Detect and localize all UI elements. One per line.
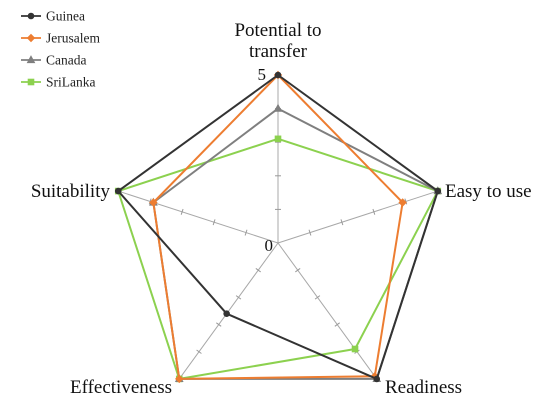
- tick-suitability-1: [244, 229, 248, 236]
- axis-label-readiness: Readiness: [385, 377, 462, 398]
- point-guinea-readiness: [373, 375, 381, 383]
- legend-marker-guinea: [27, 12, 35, 20]
- legend-label-jerusalem: Jerusalem: [46, 31, 100, 46]
- series-layer: [114, 70, 443, 384]
- tick-easy-to-use-1: [308, 229, 312, 236]
- axis-label-effectiveness: Effectiveness: [70, 377, 172, 398]
- axis-label-easy-to-use: Easy to use: [445, 181, 532, 202]
- point-srilanka-readiness: [351, 345, 359, 353]
- legend-item-srilanka: SriLanka: [21, 75, 96, 90]
- tick-readiness-1: [295, 268, 301, 273]
- tick-label-min: 0: [265, 236, 274, 255]
- tick-readiness-3: [334, 322, 340, 327]
- point-canada-potential-to-transfer: [273, 103, 283, 112]
- spoke-suitability: [118, 190, 279, 244]
- tick-effectiveness-3: [216, 322, 222, 327]
- series-line-jerusalem: [152, 74, 404, 380]
- legend-label-guinea: Guinea: [46, 9, 85, 24]
- point-guinea-effectiveness: [223, 310, 230, 317]
- point-jerusalem-suitability: [149, 198, 158, 207]
- series-line-srilanka: [117, 137, 439, 380]
- point-guinea-easy-to-use: [434, 187, 442, 195]
- legend-item-guinea: Guinea: [21, 9, 85, 24]
- legend-label-srilanka: SriLanka: [46, 75, 96, 90]
- series-line-guinea: [117, 74, 439, 380]
- legend-item-canada: Canada: [21, 53, 86, 68]
- tick-effectiveness-4: [196, 349, 202, 354]
- tick-easy-to-use-2: [340, 219, 344, 226]
- tick-easy-to-use-4: [404, 198, 408, 205]
- tick-suitability-4: [148, 198, 152, 205]
- point-guinea-suitability: [114, 187, 122, 195]
- legend-marker-srilanka: [27, 78, 35, 86]
- tick-easy-to-use-3: [372, 208, 376, 215]
- series-line-canada: [152, 107, 439, 380]
- legend-label-canada: Canada: [46, 53, 86, 68]
- grid-layer: [117, 74, 439, 380]
- axis-label-suitability: Suitability: [31, 181, 111, 202]
- tick-readiness-2: [314, 295, 321, 300]
- series-canada: [149, 103, 443, 383]
- point-guinea-potential-to-transfer: [274, 71, 282, 79]
- tick-suitability-3: [180, 208, 184, 215]
- point-jerusalem-easy-to-use: [398, 198, 407, 207]
- spoke-easy-to-use: [277, 190, 438, 244]
- tick-suitability-2: [212, 219, 216, 226]
- legend-marker-canada: [26, 55, 36, 64]
- legend-item-jerusalem: Jerusalem: [21, 31, 100, 46]
- legend-marker-jerusalem: [26, 33, 36, 43]
- tick-effectiveness-2: [235, 295, 242, 300]
- point-srilanka-potential-to-transfer: [274, 135, 282, 143]
- spoke-effectiveness: [178, 242, 279, 380]
- spoke-readiness: [277, 242, 378, 380]
- tick-effectiveness-1: [255, 268, 261, 273]
- tick-label-max: 5: [258, 65, 267, 84]
- point-jerusalem-effectiveness: [175, 374, 184, 384]
- series-guinea: [114, 71, 442, 383]
